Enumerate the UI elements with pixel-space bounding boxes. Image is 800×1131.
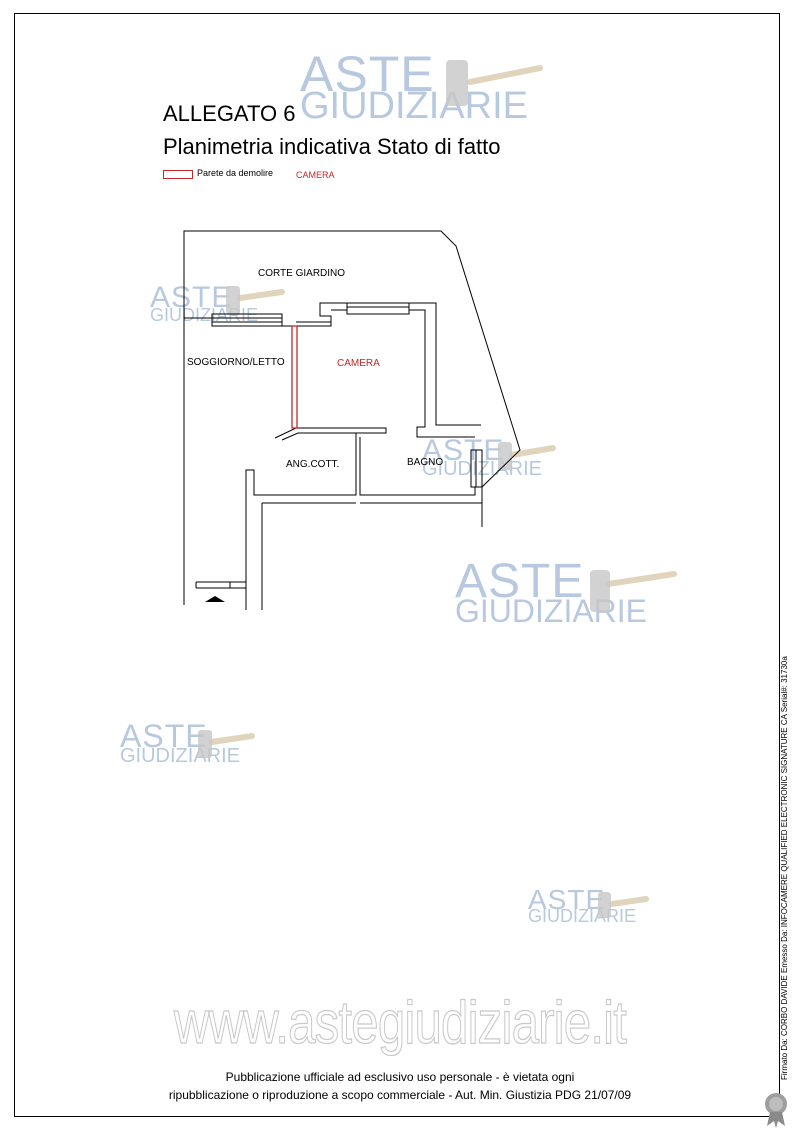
- document-subtitle: Planimetria indicativa Stato di fatto: [163, 134, 501, 159]
- room-soggiorno: SOGGIORNO/LETTO: [187, 357, 285, 368]
- legend-swatch: [163, 170, 193, 179]
- watermark: ASTE GIUDIZIARIE: [422, 434, 543, 480]
- page-border: [14, 13, 780, 1117]
- legend-label: Parete da demolire: [197, 168, 274, 178]
- footer-line-1: Pubblicazione ufficiale ad esclusivo uso…: [225, 1070, 575, 1084]
- watermark: ASTE GIUDIZIARIE: [455, 555, 648, 630]
- document-title: ALLEGATO 6: [163, 101, 296, 126]
- footer-line-2: ripubblicazione o riproduzione a scopo c…: [168, 1088, 632, 1102]
- site-watermark: www.astegiudiziarie.it: [173, 988, 627, 1056]
- legend-room: CAMERA: [296, 170, 335, 180]
- room-angolo-cottura: ANG.COTT.: [286, 459, 340, 470]
- watermark: ASTE GIUDIZIARIE: [300, 46, 529, 127]
- room-bagno: BAGNO: [407, 457, 444, 468]
- room-corte-giardino: CORTE GIARDINO: [258, 268, 346, 279]
- room-camera: CAMERA: [337, 358, 380, 369]
